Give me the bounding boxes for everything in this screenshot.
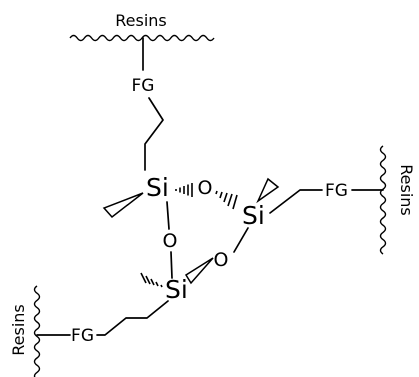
- fg-label-bottom: FG: [71, 326, 94, 346]
- methyl-wedge-si2: [256, 177, 280, 204]
- wedge-bond-o3-si3: [184, 257, 214, 285]
- resins-label-bottom: Resins: [9, 304, 28, 356]
- o-atom-right-bridge: O: [214, 249, 229, 271]
- bond-si2-o3: [233, 227, 249, 253]
- bond-o2-si3: [170, 251, 173, 279]
- wavy-resin-bottom: [33, 285, 41, 377]
- si-atom-bottom: Si: [165, 275, 188, 304]
- hashed-bond-si1-o1: [175, 183, 193, 197]
- si-atom-top-left: Si: [146, 173, 169, 202]
- bond-si1-o2: [166, 201, 170, 230]
- fg-label-top: FG: [132, 76, 155, 96]
- hashed-bond-o1-si2: [215, 190, 238, 210]
- o-atom-left-bridge: O: [163, 230, 178, 252]
- ethyl-linker-bottom: [96, 300, 169, 336]
- resins-label-right: Resins: [397, 164, 416, 216]
- hashed-methyl-si3: [140, 272, 163, 288]
- si-atom-right: Si: [242, 201, 265, 230]
- ethyl-linker-right: [269, 189, 323, 214]
- resins-label-top: Resins: [115, 11, 167, 30]
- wavy-resin-right: [379, 145, 387, 255]
- wavy-resin-top: [69, 34, 215, 42]
- fg-label-right: FG: [325, 181, 348, 201]
- ethyl-linker-top: [144, 97, 164, 171]
- o-atom-top-bridge: O: [198, 177, 213, 199]
- methyl-wedge-si1: [102, 192, 144, 219]
